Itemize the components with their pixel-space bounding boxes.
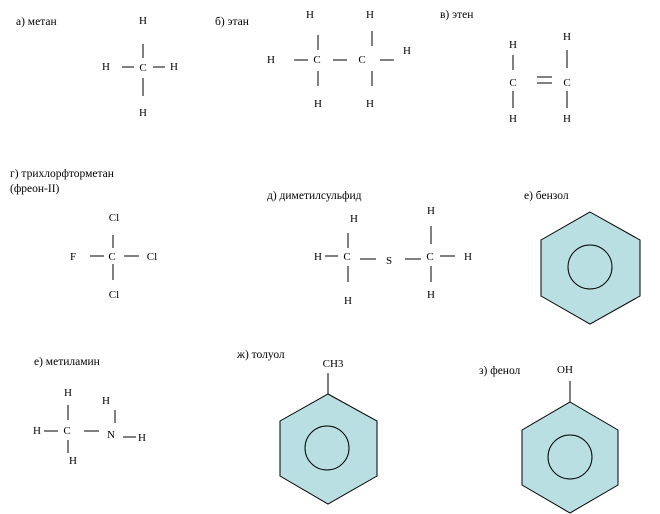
atom-h: H <box>267 54 275 66</box>
benzene-aromatic-circle <box>567 244 613 290</box>
benzene-structure <box>540 211 641 325</box>
atom-cl: Cl <box>109 289 119 301</box>
atom-c: C <box>139 62 146 74</box>
atom-h: H <box>366 98 374 110</box>
toluene-substituent: CH3 <box>323 358 344 370</box>
atom-h: H <box>427 205 435 217</box>
atom-h: H <box>139 107 147 119</box>
atom-h: H <box>314 251 322 263</box>
atom-n: N <box>107 429 115 441</box>
caption-freon: г) трихлорфторметан <box>10 168 114 180</box>
atom-h: H <box>64 387 72 399</box>
ethane-structure: H H H H C C H H <box>267 9 411 110</box>
atom-h: H <box>138 432 146 444</box>
atom-h: H <box>314 98 322 110</box>
atom-c: C <box>63 425 70 437</box>
atom-cl: Cl <box>147 251 157 263</box>
atom-c: C <box>108 251 115 263</box>
phenol-hexagon <box>521 401 619 514</box>
toluene-structure: CH3 <box>279 358 378 505</box>
caption-freon-sub: (фреон-II) <box>10 183 60 195</box>
atom-h: H <box>102 395 110 407</box>
atom-h: H <box>69 455 77 467</box>
atom-h: H <box>464 251 472 263</box>
atom-h: H <box>366 9 374 21</box>
methane-structure: H H C H H <box>102 15 178 119</box>
atom-c: C <box>313 54 320 66</box>
caption-ethane: б) этан <box>215 16 249 28</box>
atom-c: C <box>343 251 350 263</box>
caption-methylamine: е) метиламин <box>34 356 100 368</box>
atom-h: H <box>509 39 517 51</box>
atom-c: C <box>509 77 516 89</box>
atom-c: C <box>358 54 365 66</box>
atom-h: H <box>563 31 571 43</box>
atom-c: C <box>426 251 433 263</box>
dimethylsulfide-structure: H H H C S C H H H <box>314 205 472 307</box>
ethene-structure: H H C C H H <box>509 31 571 125</box>
caption-toluene: ж) толуол <box>236 349 285 361</box>
phenol-structure: OH <box>521 364 619 514</box>
freon-structure: Cl F C Cl Cl <box>70 212 157 301</box>
caption-phenol: з) фенол <box>479 365 521 377</box>
atom-c: C <box>563 77 570 89</box>
atom-h: H <box>563 113 571 125</box>
toluene-hexagon <box>279 393 378 505</box>
methylamine-structure: H H H C N H H <box>33 387 146 467</box>
atom-f: F <box>70 251 76 263</box>
caption-methane: а) метан <box>16 16 57 28</box>
atom-s: S <box>386 255 392 267</box>
atom-h: H <box>139 15 147 27</box>
atom-h: H <box>350 213 358 225</box>
atom-h: H <box>427 289 435 301</box>
caption-dimethylsulfide: д) диметилсульфид <box>267 190 362 202</box>
phenol-substituent: OH <box>557 364 573 376</box>
phenol-aromatic-circle <box>547 434 593 480</box>
toluene-aromatic-circle <box>304 425 350 471</box>
caption-benzene: е) бензол <box>524 190 569 202</box>
atom-cl: Cl <box>109 212 119 224</box>
atom-h: H <box>509 113 517 125</box>
atom-h: H <box>306 9 314 21</box>
atom-h: H <box>102 61 110 73</box>
caption-ethene: в) этен <box>440 9 473 21</box>
benzene-hexagon <box>540 211 641 325</box>
atom-h: H <box>344 295 352 307</box>
atom-h: H <box>403 45 411 57</box>
atom-h: H <box>170 61 178 73</box>
atom-h: H <box>33 425 41 437</box>
